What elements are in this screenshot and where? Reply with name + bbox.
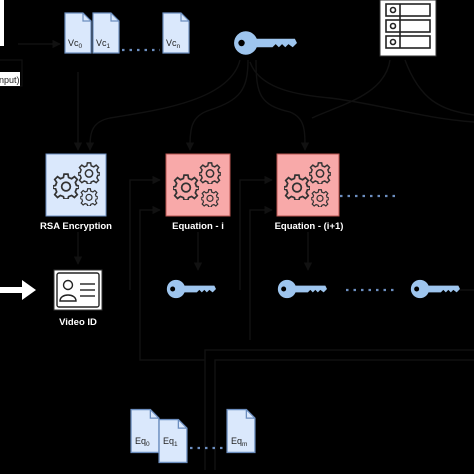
vc-doc-0: Vc0 bbox=[64, 12, 92, 54]
key-icon bbox=[234, 31, 297, 55]
svg-text:Eq0: Eq0 bbox=[135, 436, 150, 448]
connector-key-rsa bbox=[85, 59, 241, 151]
key-icon bbox=[410, 279, 460, 299]
connector-key-right bbox=[249, 61, 474, 123]
connectors bbox=[18, 39, 474, 470]
eq-doc-m: Eqm bbox=[226, 408, 256, 454]
svg-text:Vc0: Vc0 bbox=[68, 38, 83, 50]
svg-text:Vc1: Vc1 bbox=[96, 38, 111, 50]
arrow-right-icon bbox=[0, 280, 36, 300]
svg-text:Eqm: Eqm bbox=[231, 436, 247, 448]
vc-doc-n: Vcn bbox=[162, 12, 190, 54]
connector-eq-i1-bottom bbox=[249, 205, 273, 340]
input-box: nput) bbox=[0, 59, 23, 87]
rsa-encryption-label: RSA Encryption bbox=[40, 221, 112, 232]
id-card-icon bbox=[56, 272, 100, 308]
key-icon bbox=[166, 279, 216, 299]
connector-videoid-eq-i bbox=[129, 175, 161, 290]
connector-table-1 bbox=[311, 59, 391, 119]
eq-doc-0: Eq0 bbox=[130, 408, 160, 454]
equation-i-box: Equation - i bbox=[165, 153, 231, 232]
vc-documents: Vc0 Vc1 Vcn bbox=[64, 12, 190, 54]
table-icon bbox=[379, 0, 437, 57]
equation-i1-box: Equation - (i+1) bbox=[275, 153, 344, 232]
eq-documents: Eq0 Eq1 Eqm bbox=[130, 408, 256, 464]
connector-table-2 bbox=[404, 59, 474, 116]
input-edge bbox=[0, 0, 4, 46]
connector-eq-docs-3 bbox=[139, 340, 205, 361]
input-label: nput) bbox=[0, 75, 20, 85]
rsa-encryption-box: RSA Encryption bbox=[40, 153, 112, 232]
connector-eq-i-bottom bbox=[139, 205, 161, 340]
connector-eq-docs-2 bbox=[214, 359, 474, 470]
equation-i-label: Equation - i bbox=[172, 221, 224, 232]
connector-eq-docs-1 bbox=[204, 349, 474, 470]
equation-i1-label: Equation - (i+1) bbox=[275, 221, 344, 232]
key-icon bbox=[277, 279, 327, 299]
vc-doc-1: Vc1 bbox=[92, 12, 120, 54]
connector-key-eq-i1 bbox=[255, 59, 310, 151]
connector-key-eq-i1-in bbox=[239, 175, 273, 290]
svg-text:Eq1: Eq1 bbox=[163, 436, 178, 448]
eq-doc-1: Eq1 bbox=[158, 418, 188, 464]
video-id-box: Video ID bbox=[53, 269, 103, 328]
connector-key-eq-i bbox=[185, 59, 249, 151]
video-id-label: Video ID bbox=[59, 317, 97, 328]
dashed-links bbox=[122, 48, 395, 450]
svg-text:Vcn: Vcn bbox=[166, 38, 181, 50]
